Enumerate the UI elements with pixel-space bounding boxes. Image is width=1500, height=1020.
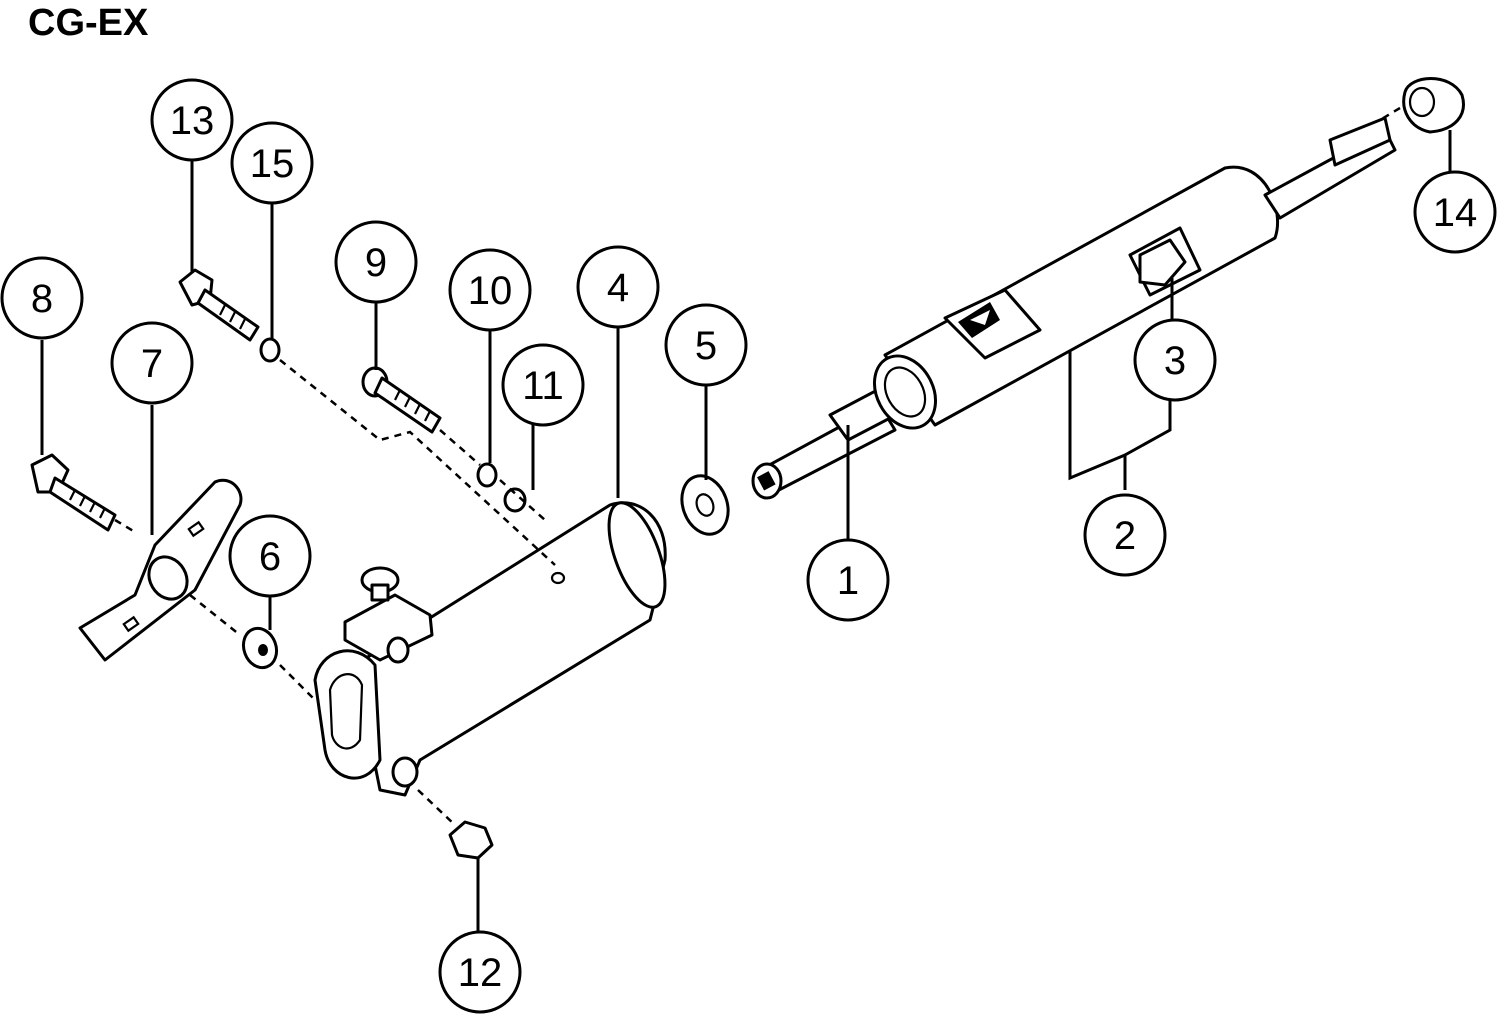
callout-5: 5	[664, 303, 748, 387]
part-7-lever	[78, 478, 243, 662]
callout-7-label: 7	[141, 342, 163, 386]
part-15-washer	[259, 337, 281, 363]
part-11-ring	[503, 487, 527, 513]
callout-9-label: 9	[365, 241, 387, 285]
callout-1: 1	[806, 538, 890, 622]
diagram-title: CG-EX	[28, 2, 149, 44]
callout-1-label: 1	[837, 559, 859, 603]
callout-11-label: 11	[522, 364, 564, 408]
callout-13-label: 13	[170, 99, 215, 143]
callout-14-label: 14	[1433, 191, 1478, 235]
callout-12: 12	[438, 930, 522, 1014]
part-5-washer	[680, 474, 730, 536]
callout-10: 10	[448, 248, 532, 332]
callout-9: 9	[334, 220, 418, 304]
alignment-lines	[114, 106, 1401, 826]
callout-14: 14	[1413, 170, 1497, 254]
callout-3-label: 3	[1164, 339, 1186, 383]
callout-4: 4	[576, 245, 660, 329]
callout-8: 8	[0, 256, 84, 340]
callout-5-label: 5	[695, 324, 717, 368]
callout-6: 6	[228, 514, 312, 598]
callout-3: 3	[1133, 318, 1217, 402]
part-6-washer	[241, 626, 279, 670]
callout-15-label: 15	[250, 142, 295, 186]
leader-lines	[40, 130, 1452, 932]
callout-6-label: 6	[259, 535, 281, 579]
steering-shaft-assembly	[751, 116, 1397, 500]
callout-2: 2	[1083, 493, 1167, 577]
callout-10-label: 10	[468, 269, 513, 313]
callout-15: 15	[230, 121, 314, 205]
part-14-nut	[1402, 77, 1465, 134]
callout-7: 7	[110, 321, 194, 405]
callout-13: 13	[150, 78, 234, 162]
callout-4-label: 4	[607, 266, 629, 310]
part-12-nut	[448, 820, 494, 860]
part-13-bolt	[178, 268, 260, 342]
callout-11: 11	[501, 343, 585, 427]
callout-8-label: 8	[31, 277, 53, 321]
part-8-bolt	[30, 453, 117, 532]
callout-12-label: 12	[458, 951, 503, 995]
column-housing	[313, 501, 667, 797]
part-9-bolt	[361, 366, 442, 434]
part-10-washer	[476, 462, 498, 488]
callout-2-label: 2	[1114, 514, 1136, 558]
